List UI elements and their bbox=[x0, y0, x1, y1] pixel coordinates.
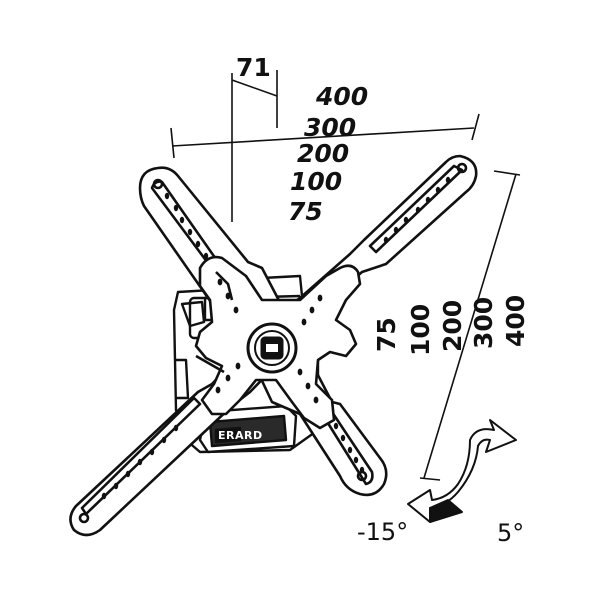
tilt-arrow-icon bbox=[407, 419, 517, 523]
vvesa-label-400: 400 bbox=[501, 295, 530, 347]
hvesa-label-100: 100 bbox=[290, 167, 342, 196]
vvesa-label-300: 300 bbox=[469, 297, 498, 349]
brand-logo: ERARD bbox=[218, 429, 263, 442]
hvesa-label-75: 75 bbox=[288, 197, 323, 226]
hvesa-label-200: 200 bbox=[297, 139, 349, 168]
vvesa-label-200: 200 bbox=[438, 300, 467, 352]
vertical-vesa-dimension-lines bbox=[419, 170, 521, 481]
center-hub bbox=[246, 322, 298, 374]
hvesa-label-300: 300 bbox=[304, 113, 356, 142]
hvesa-label-400: 400 bbox=[315, 82, 368, 111]
adapter-plate-holes bbox=[215, 278, 323, 404]
depth-dimension-label: 71 bbox=[236, 53, 271, 82]
horizontal-vesa-dimension-lines bbox=[170, 113, 480, 159]
tilt-up-label: 5° bbox=[497, 519, 524, 547]
horizontal-vesa-labels: 400 300 200 100 75 bbox=[288, 82, 368, 226]
tilt-down-label: -15° bbox=[357, 518, 408, 546]
vvesa-label-75: 75 bbox=[372, 317, 401, 352]
depth-dimension-lines bbox=[231, 70, 278, 222]
right-arm-holes bbox=[101, 176, 451, 500]
vvesa-label-100: 100 bbox=[406, 304, 435, 356]
vertical-vesa-labels: 75 100 200 300 400 bbox=[372, 295, 530, 356]
